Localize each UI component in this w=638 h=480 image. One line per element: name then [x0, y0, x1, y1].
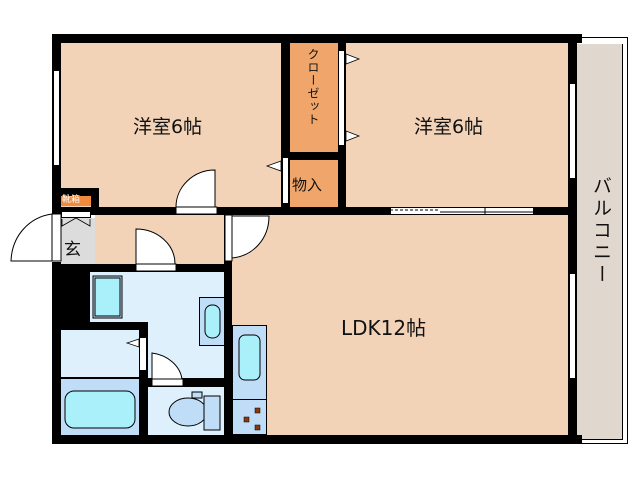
door-bath-arrow [125, 338, 140, 348]
sliding-door-lines [390, 208, 534, 214]
window-left-room[interactable] [53, 70, 60, 166]
wall-top [52, 34, 582, 43]
closet-door[interactable] [338, 50, 345, 146]
door-bath[interactable] [139, 337, 147, 371]
storage-floor [290, 160, 338, 208]
shoe-box-door[interactable] [61, 211, 91, 218]
closet-door-arrows [345, 53, 361, 142]
door-left-room[interactable] [175, 169, 218, 215]
western-room-left [61, 43, 281, 208]
wall-shoebox-side [91, 188, 99, 215]
wash-basin-icon [199, 297, 225, 346]
window-right-room[interactable] [569, 83, 576, 179]
bathtub-icon [64, 390, 136, 429]
closet-floor [290, 43, 338, 153]
shoe-box-label: 靴箱 [62, 195, 81, 205]
wall-shoebox [52, 188, 99, 196]
storage-door[interactable] [282, 157, 289, 204]
wall-wash-block [52, 264, 90, 330]
door-ldk[interactable] [224, 214, 271, 263]
shoe-box [61, 196, 91, 206]
storage-door-arrow [265, 160, 282, 172]
ldk-floor [232, 215, 568, 435]
wall-ldk-left [224, 215, 232, 444]
western-room-left-label: 洋室6帖 [133, 116, 203, 138]
wall-closet-left [281, 34, 290, 214]
toilet-icon [168, 391, 221, 431]
bath-changing-floor [61, 330, 139, 378]
sliding-door-right-room[interactable] [390, 207, 534, 215]
storage-label: 物入 [292, 176, 323, 194]
balcony-floor [576, 44, 623, 440]
door-hall-washroom[interactable] [135, 228, 177, 272]
western-room-right-label: 洋室6帖 [414, 116, 484, 138]
wall-bottom [52, 435, 582, 444]
shoe-box-door-marks [61, 217, 91, 227]
wall-closet-storage [281, 152, 346, 160]
ldk-label: LDK12帖 [341, 316, 427, 340]
wall-right [568, 34, 577, 444]
wall-mid-horizontal [52, 207, 577, 215]
balcony-label: バルコニー [590, 176, 612, 286]
wall-left-lower [52, 262, 61, 444]
western-room-right [346, 43, 568, 208]
stove-burners-icon [243, 407, 261, 431]
washing-machine-icon [92, 275, 123, 319]
closet-label: クローゼット [306, 48, 320, 126]
wall-bath-top [61, 377, 139, 379]
entrance-label: 玄 [64, 240, 81, 260]
kitchen-sink-icon [232, 325, 267, 435]
door-toilet[interactable] [148, 352, 190, 388]
wall-wash-lower [61, 322, 148, 330]
door-entrance[interactable] [8, 213, 62, 263]
window-ldk[interactable] [569, 273, 576, 379]
